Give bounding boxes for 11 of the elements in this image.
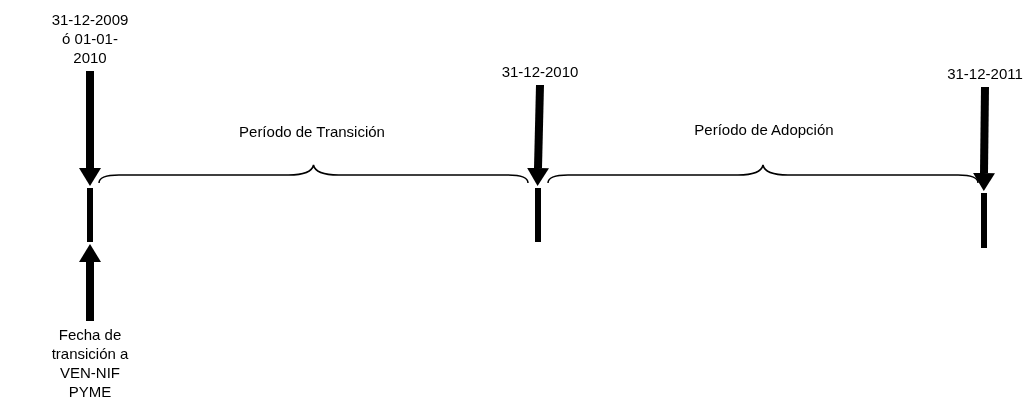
date-label: 31-12-2009 ó 01-01-2010 (48, 10, 132, 67)
period-label: Período de Transición (238, 122, 386, 141)
arrow (973, 86, 995, 191)
timeline-tick (87, 188, 93, 242)
date-label: 31-12-2011 (930, 64, 1034, 83)
arrow (527, 84, 549, 186)
date-label: 31-12-2010 (480, 62, 600, 81)
timeline-tick (981, 193, 987, 248)
period-label: Período de Adopción (693, 120, 835, 139)
note-text: Fecha de transición a VEN-NIF PYME (38, 325, 142, 400)
timeline-tick (535, 188, 541, 242)
